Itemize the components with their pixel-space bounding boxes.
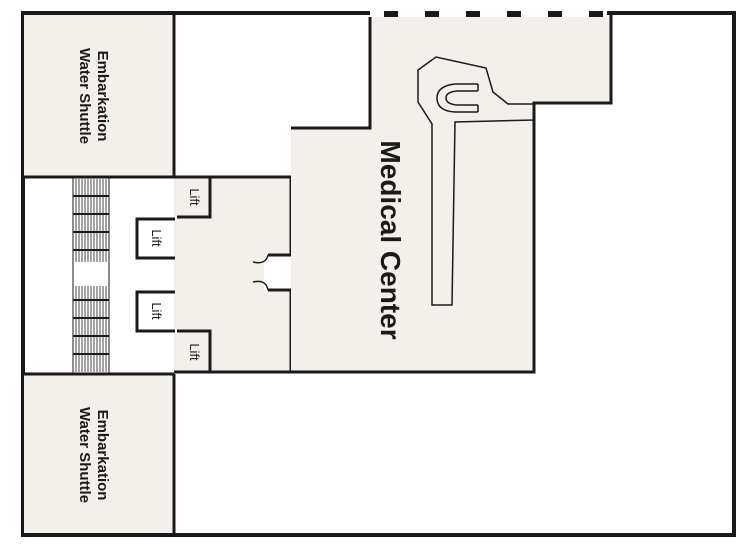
window-strip [370,11,607,17]
lift-4-label: Lift [187,343,202,361]
horseshoe-icon [436,83,479,113]
stairs-icon [72,177,110,374]
bottom-embarkation-label-line1: Water Shuttle [76,407,93,503]
reception-counter [417,56,535,306]
top-embarkation-label-line2: Embarkation [94,51,111,142]
top-embarkation-room[interactable]: Water Shuttle Embarkation [24,15,176,179]
bottom-embarkation-label-line2: Embarkation [94,410,111,501]
lift-1-label: Lift [187,188,202,206]
lift-3[interactable]: Lift [135,290,175,333]
medical-center-room[interactable]: Medical Center [174,11,613,374]
lift-3-label: Lift [149,302,164,320]
lift-4[interactable]: Lift [177,329,212,372]
bottom-embarkation-room[interactable]: Water Shuttle Embarkation [24,372,176,533]
medical-center-label: Medical Center [375,140,406,339]
lift-2[interactable]: Lift [135,217,175,260]
lift-1[interactable]: Lift [177,177,212,219]
top-embarkation-label-line1: Water Shuttle [76,48,93,144]
lift-2-label: Lift [149,229,164,247]
